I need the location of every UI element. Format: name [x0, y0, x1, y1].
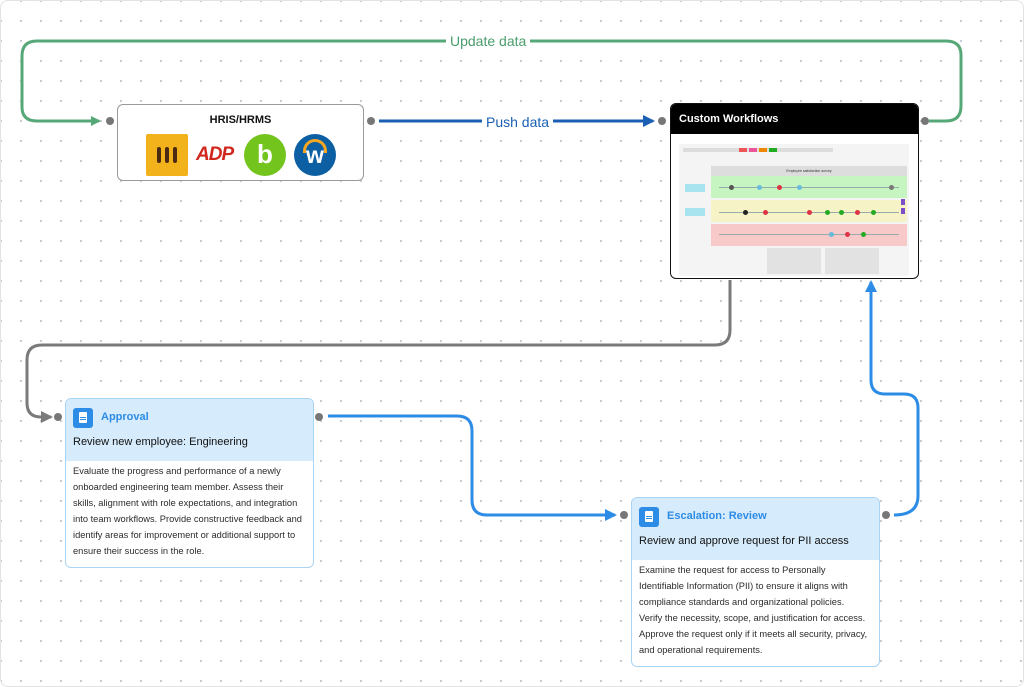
custom-workflows-node[interactable]: Custom Workflows Employee satisfaction s… [670, 103, 919, 279]
escalation-subtitle: Review and approve request for PII acces… [639, 535, 849, 547]
approval-title: Approval [101, 411, 149, 423]
approval-card[interactable]: Approval Review new employee: Engineerin… [65, 398, 314, 568]
port-dot [658, 117, 666, 125]
approval-subtitle: Review new employee: Engineering [73, 436, 248, 448]
edge-label-push-data: Push data [482, 113, 554, 131]
workday-logo: w [294, 134, 336, 176]
document-icon [639, 507, 659, 527]
edge-workflows-to-approval [25, 280, 732, 423]
approval-description: Evaluate the progress and performance of… [73, 466, 302, 556]
bamboohr-logo: b [244, 134, 286, 176]
hris-title: HRIS/HRMS [209, 114, 272, 126]
port-dot [367, 117, 375, 125]
hris-node[interactable]: HRIS/HRMS ADP b w [117, 104, 364, 181]
workflow-thumbnail: Employee satisfaction survey [679, 144, 909, 276]
rippling-logo [146, 134, 188, 176]
escalation-description: Examine the request for access to Person… [639, 565, 868, 655]
escalation-card[interactable]: Escalation: Review Review and approve re… [631, 497, 880, 667]
edge-label-update-data: Update data [446, 32, 531, 50]
edge-approval-to-escalation [328, 414, 617, 521]
approval-card-header [66, 399, 313, 461]
escalation-title: Escalation: Review [667, 510, 767, 522]
edge-escalation-to-workflows [865, 280, 920, 517]
thumbnail-title: Employee satisfaction survey [711, 166, 907, 176]
port-dot [882, 511, 890, 519]
escalation-card-header [632, 498, 879, 560]
port-dot [106, 117, 114, 125]
port-dot [620, 511, 628, 519]
custom-workflows-title: Custom Workflows [671, 104, 918, 134]
document-icon [73, 408, 93, 428]
port-dot [921, 117, 929, 125]
port-dot [315, 413, 323, 421]
adp-logo: ADP [196, 144, 234, 165]
port-dot [54, 413, 62, 421]
